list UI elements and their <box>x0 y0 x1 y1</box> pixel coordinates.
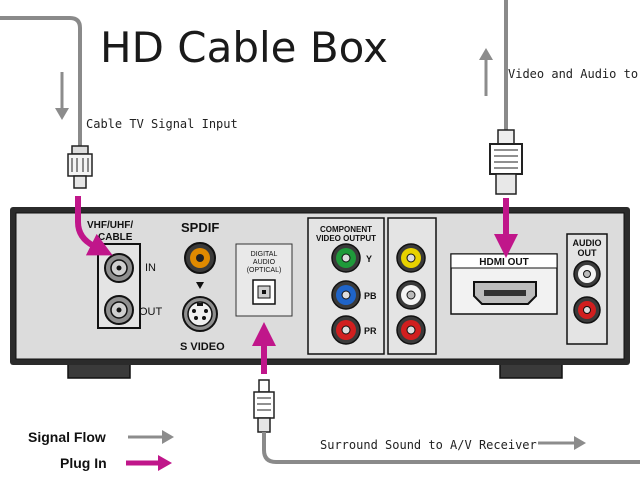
composite-audio-right-port[interactable] <box>396 315 426 345</box>
s-video-port[interactable] <box>182 296 218 332</box>
digital-audio-label-line1: DIGITAL <box>251 251 278 258</box>
component-y-label: Y <box>366 254 372 264</box>
component-pr-port[interactable] <box>331 315 361 345</box>
composite-video-port[interactable] <box>396 243 426 273</box>
signal-flow-arrow-down <box>55 72 69 120</box>
surround-sound-label: Surround Sound to A/V Receiver <box>320 438 537 452</box>
coax-connector <box>67 145 93 189</box>
s-video-label: S VIDEO <box>180 341 225 353</box>
hdmi-connector <box>489 129 523 195</box>
legend-plug-in-arrow <box>126 455 172 471</box>
diagram-title: HD Cable Box <box>100 23 388 72</box>
rf-out-label: OUT <box>139 306 163 318</box>
component-label-line2: VIDEO OUTPUT <box>316 234 376 243</box>
component-pb-label: PB <box>364 291 377 301</box>
plug-in-arrow-rf <box>75 196 113 256</box>
audio-out-panel <box>566 233 608 345</box>
spdif-coax-port[interactable] <box>184 242 216 274</box>
rf-out-port[interactable] <box>104 295 134 325</box>
spdif-label: SPDIF <box>181 220 219 235</box>
composite-audio-left-port[interactable] <box>396 280 426 310</box>
audio-out-left-port[interactable] <box>573 260 601 288</box>
vhf-label-line1: VHF/UHF/ <box>87 220 133 231</box>
legend-plug-in-label: Plug In <box>60 455 107 471</box>
audio-out-label-line2: OUT <box>578 248 598 258</box>
cable-input-wire <box>0 16 82 150</box>
legend-signal-flow-label: Signal Flow <box>28 429 106 445</box>
hdmi-out-port[interactable] <box>473 281 537 305</box>
video-audio-out-label: Video and Audio to TV <box>508 67 640 81</box>
audio-out-right-port[interactable] <box>573 296 601 324</box>
component-pb-port[interactable] <box>331 280 361 310</box>
signal-flow-arrow-up <box>479 48 493 96</box>
digital-audio-label-line3: (OPTICAL) <box>247 267 282 274</box>
component-y-port[interactable] <box>331 243 361 273</box>
hdmi-out-label: HDMI OUT <box>479 257 528 268</box>
legend-signal-flow-arrow <box>128 430 174 444</box>
optical-audio-port[interactable] <box>252 279 276 305</box>
audio-out-label-line1: AUDIO <box>573 238 602 248</box>
digital-audio-label-line2: AUDIO <box>253 259 276 266</box>
optical-connector <box>253 379 275 433</box>
spdif-arrow-down <box>196 282 204 289</box>
rf-in-label: IN <box>145 262 156 274</box>
optical-cable-wire <box>262 432 640 464</box>
signal-flow-arrow-right <box>538 436 586 450</box>
vhf-label-line2: CABLE <box>98 232 133 243</box>
component-label-line1: COMPONENT <box>320 225 372 234</box>
component-pr-label: PR <box>364 326 377 336</box>
cable-input-label: Cable TV Signal Input <box>86 117 238 131</box>
rf-in-port[interactable] <box>104 253 134 283</box>
